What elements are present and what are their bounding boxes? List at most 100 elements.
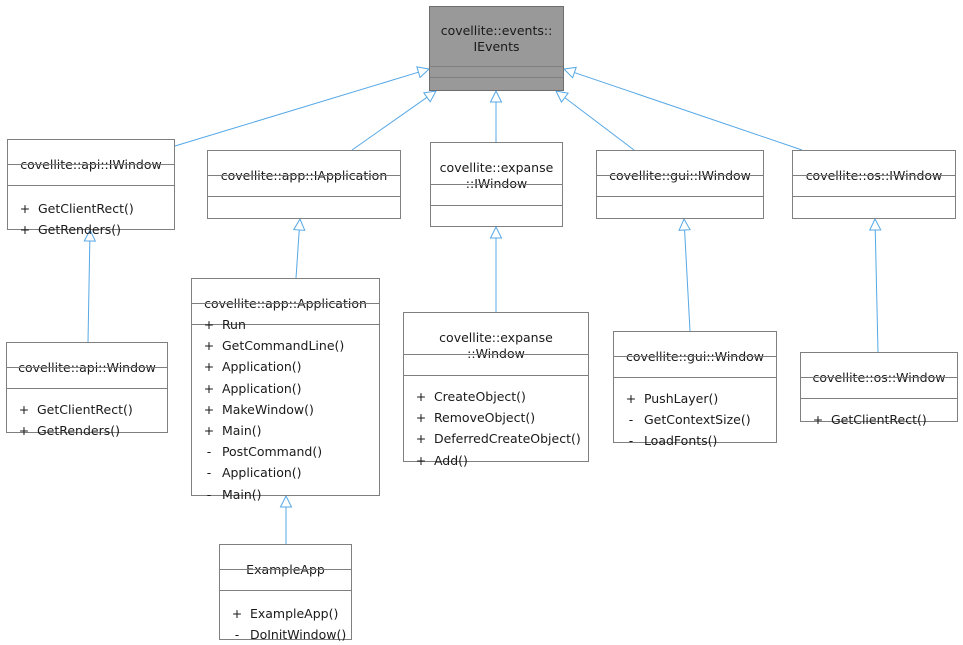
compartment-divider — [192, 303, 379, 304]
member-list: + PushLayer() - GetContextSize() - LoadF… — [614, 388, 776, 452]
compartment-divider — [793, 196, 955, 197]
member-signature: RemoveObject() — [433, 410, 536, 426]
visibility-marker: + — [415, 452, 427, 468]
class-box-app-iapplication[interactable]: covellite::app::IApplication — [207, 150, 401, 219]
generalization-arrowhead — [416, 66, 431, 79]
member-row: + Run — [192, 314, 379, 335]
member-row: + Main() — [192, 420, 379, 441]
visibility-marker: + — [19, 201, 31, 216]
member-list: + GetClientRect() — [801, 409, 957, 430]
member-signature: DoInitWindow() — [249, 627, 347, 643]
inheritance-line — [87, 240, 91, 343]
class-box-api-iwindow[interactable]: covellite::api::IWindow + GetClientRect(… — [7, 139, 175, 237]
member-signature: Main() — [221, 486, 262, 502]
member-signature: Application() — [221, 380, 302, 396]
member-signature: Main() — [221, 422, 262, 438]
class-box-os-window[interactable]: covellite::os::Window + GetClientRect() — [800, 352, 958, 427]
class-box-app-application[interactable]: covellite::app::Application + Run + GetC… — [191, 278, 380, 502]
member-row: + GetRenders() — [8, 219, 174, 240]
class-box-api-window[interactable]: covellite::api::Window + GetClientRect()… — [6, 342, 168, 438]
class-name: covellite::expanse ::IWindow — [439, 160, 554, 191]
inheritance-line — [351, 96, 428, 151]
member-row: + RemoveObject() — [404, 407, 588, 428]
generalization-arrowhead — [422, 90, 437, 103]
member-row: + GetClientRect() — [801, 409, 957, 430]
member-row: + MakeWindow() — [192, 399, 379, 420]
compartment-divider — [431, 205, 562, 206]
compartment-divider — [220, 569, 351, 570]
generalization-arrowhead — [489, 225, 503, 239]
member-signature: CreateObject() — [433, 389, 526, 404]
class-box-gui-iwindow[interactable]: covellite::gui::IWindow — [596, 150, 764, 219]
visibility-marker: + — [203, 422, 215, 438]
compartment-divider — [430, 66, 563, 67]
compartment-divider — [208, 196, 400, 197]
visibility-marker: - — [628, 412, 634, 428]
visibility-marker: + — [203, 401, 215, 417]
member-signature: Run — [221, 317, 246, 332]
member-row: + Application() — [192, 356, 379, 377]
member-row: + DeferredCreateObject() — [404, 428, 588, 449]
member-list: + GetClientRect() + GetRenders() — [7, 399, 167, 441]
member-signature: GetClientRect() — [830, 412, 927, 427]
member-row: + CreateObject() — [404, 386, 588, 407]
compartment-divider — [404, 375, 588, 376]
class-name: covellite::os::Window — [812, 370, 946, 385]
compartment-divider — [430, 77, 563, 78]
compartment-divider — [801, 377, 957, 378]
class-name: covellite::os::IWindow — [805, 168, 943, 183]
member-signature: Add() — [433, 452, 468, 468]
compartment-divider — [208, 175, 400, 176]
class-box-example-app[interactable]: ExampleApp + ExampleApp() - DoInitWindow… — [219, 544, 352, 643]
visibility-marker: + — [415, 389, 427, 404]
visibility-marker: + — [19, 222, 31, 238]
compartment-divider — [793, 175, 955, 176]
generalization-arrowhead — [83, 228, 97, 242]
visibility-marker: + — [18, 423, 30, 439]
member-row: + GetClientRect() — [8, 198, 174, 219]
member-row: + PushLayer() — [614, 388, 776, 409]
inheritance-line — [874, 229, 879, 353]
inheritance-line — [574, 72, 803, 151]
visibility-marker: + — [203, 380, 215, 396]
compartment-divider — [192, 324, 379, 325]
compartment-divider — [801, 398, 957, 399]
member-signature: DeferredCreateObject() — [433, 431, 581, 447]
member-list: + Run + GetCommandLine() + Application()… — [192, 314, 379, 505]
generalization-arrowhead — [555, 90, 569, 103]
visibility-marker: + — [415, 431, 427, 447]
visibility-marker: + — [415, 410, 427, 426]
member-row: - Main() — [192, 484, 379, 505]
visibility-marker: + — [18, 402, 30, 417]
member-signature: GetRenders() — [37, 222, 121, 238]
inheritance-line — [174, 71, 419, 147]
member-row: + GetRenders() — [7, 420, 167, 441]
class-box-os-iwindow[interactable]: covellite::os::IWindow — [792, 150, 956, 219]
member-signature: PushLayer() — [643, 391, 719, 406]
class-box-gui-window[interactable]: covellite::gui::Window + PushLayer() - G… — [613, 331, 777, 448]
member-signature: Application() — [221, 359, 302, 375]
visibility-marker: + — [203, 359, 215, 375]
visibility-marker: + — [812, 412, 824, 427]
member-signature: Application() — [221, 465, 302, 481]
visibility-marker: + — [203, 317, 215, 332]
member-signature: GetClientRect() — [37, 201, 134, 216]
member-row: + Application() — [192, 378, 379, 399]
member-row: - PostCommand() — [192, 441, 379, 462]
member-row: - LoadFonts() — [614, 430, 776, 451]
member-signature: PostCommand() — [221, 444, 323, 460]
member-signature: ExampleApp() — [249, 606, 339, 621]
class-name: ExampleApp — [246, 562, 325, 577]
compartment-divider — [597, 175, 763, 176]
class-name: covellite::gui::Window — [625, 349, 765, 364]
class-name: covellite::app::Application — [204, 296, 367, 311]
class-box-expanse-window[interactable]: covellite::expanse ::Window + CreateObje… — [403, 312, 589, 468]
class-box-ievents[interactable]: covellite::events:: IEvents — [429, 6, 564, 91]
visibility-marker: + — [203, 338, 215, 354]
compartment-divider — [220, 590, 351, 591]
class-name: covellite::api::IWindow — [20, 157, 162, 172]
class-box-expanse-iwindow[interactable]: covellite::expanse ::IWindow — [430, 142, 563, 227]
visibility-marker: - — [628, 433, 634, 449]
member-row: + ExampleApp() — [220, 603, 351, 624]
